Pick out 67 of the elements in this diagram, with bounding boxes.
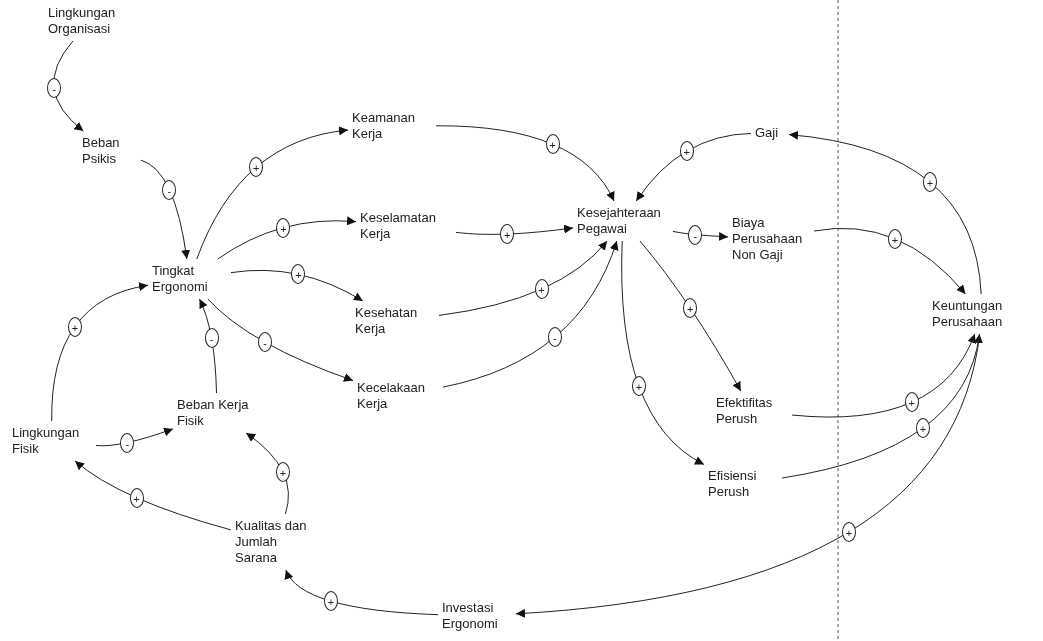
causal-arrow: [781, 333, 983, 479]
causal-arrow: [140, 159, 190, 260]
variable-label: Lingkungan Organisasi: [48, 5, 117, 37]
variable-label: Keamanan Kerja: [352, 110, 416, 142]
causal-arrow: [245, 432, 289, 515]
polarity-label: +: [534, 279, 549, 300]
causal-arrow: [788, 131, 982, 295]
causal-arrow: [672, 230, 729, 241]
polarity-label: -: [258, 332, 273, 353]
polarity-label: -: [162, 179, 177, 200]
causal-arrow: [635, 132, 752, 202]
variable-label: Gaji: [755, 125, 779, 141]
polarity-label: -: [47, 78, 62, 98]
polarity-label: +: [887, 228, 902, 249]
variable-label: Beban Psikis: [82, 135, 121, 167]
variable-label: Beban Kerja Fisik: [177, 397, 250, 429]
polarity-label: +: [249, 157, 264, 178]
variable-label: Kecelakaan Kerja: [357, 380, 426, 412]
causal-arrow: [791, 333, 976, 418]
causal-arrow: [813, 227, 966, 295]
causal-arrow: [435, 125, 615, 202]
variable-label: Keuntungan Perusahaan: [932, 298, 1004, 330]
causal-arrow: [285, 569, 439, 616]
variable-label: Kesehatan Kerja: [355, 305, 419, 337]
polarity-label: +: [129, 487, 144, 508]
polarity-label: +: [545, 134, 560, 155]
polarity-label: +: [323, 591, 338, 612]
variable-label: Tingkat Ergonomi: [152, 263, 209, 295]
polarity-label: +: [683, 298, 698, 318]
variable-label: Keselamatan Kerja: [360, 210, 437, 242]
causal-arrow: [438, 240, 608, 316]
causal-arrow: [455, 224, 574, 235]
polarity-label: -: [688, 224, 703, 245]
causal-arrow: [74, 460, 232, 531]
variable-label: Lingkungan Fisik: [12, 425, 81, 457]
causal-arrow: [515, 333, 981, 618]
causal-arrow: [196, 126, 349, 260]
causal-arrow: [639, 240, 742, 392]
polarity-label: +: [915, 418, 930, 438]
polarity-label: +: [275, 461, 290, 482]
variable-label: Efektifitas Perush: [716, 395, 774, 427]
polarity-label: -: [120, 432, 135, 453]
polarity-label: -: [547, 327, 562, 347]
polarity-label: +: [291, 264, 306, 285]
polarity-label: +: [500, 224, 515, 245]
causal-arrow: [207, 298, 354, 382]
causal-arrow: [442, 240, 619, 388]
polarity-label: +: [67, 316, 82, 337]
causal-arrow: [199, 298, 217, 394]
variable-label: Investasi Ergonomi: [442, 600, 499, 632]
causal-arrow: [51, 282, 149, 422]
variable-label: Efisiensi Perush: [708, 468, 758, 500]
causal-arrow: [53, 40, 84, 132]
polarity-label: +: [904, 392, 919, 413]
causal-arrow: [621, 240, 705, 465]
variable-label: Biaya Perusahaan Non Gaji: [732, 215, 804, 263]
causal-arrow: [95, 427, 174, 447]
polarity-label: +: [841, 521, 856, 542]
causal-arrow: [217, 216, 357, 260]
variable-label: Kesejahteraan Pegawai: [577, 205, 662, 237]
polarity-label: +: [276, 217, 291, 238]
polarity-label: +: [679, 141, 694, 162]
polarity-label: +: [923, 172, 938, 193]
polarity-label: +: [632, 376, 647, 397]
variable-label: Kualitas dan Jumlah Sarana: [235, 518, 308, 566]
polarity-label: -: [204, 328, 219, 348]
causal-arrow: [230, 269, 364, 302]
